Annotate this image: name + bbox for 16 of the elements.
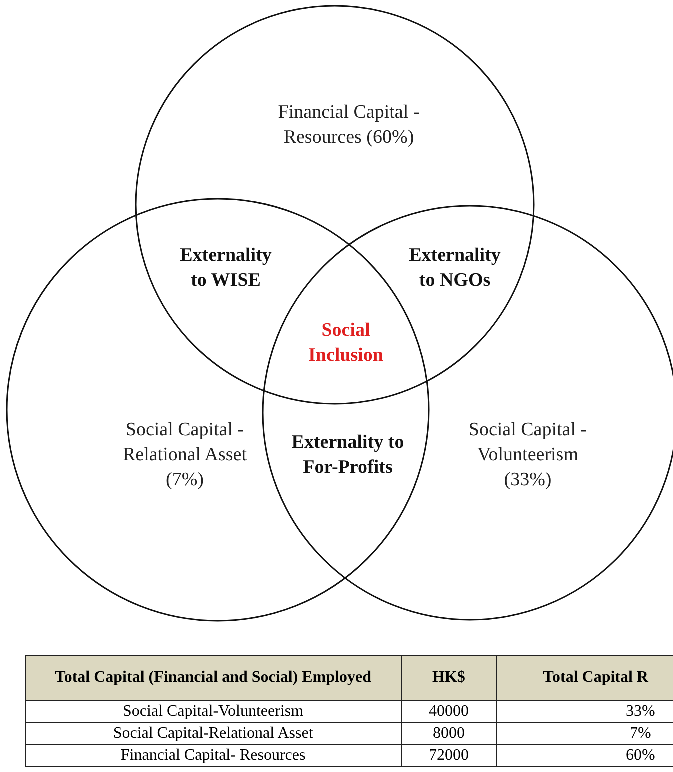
circle-label: Social Capital -Relational Asset (7%) bbox=[122, 418, 248, 492]
table-cell: Social Capital-Relational Asset bbox=[26, 722, 402, 744]
table-cell: 72000 bbox=[401, 744, 497, 766]
region-label: Externality to For-Profits bbox=[290, 431, 406, 480]
header-cell: HK$ bbox=[401, 656, 497, 700]
header-cell: Total Capital (Financial and Social) Employed bbox=[26, 656, 402, 700]
circle-label: Financial Capital -Resources (60%) bbox=[277, 101, 421, 150]
region-label: Externality to WISE bbox=[179, 244, 273, 293]
header-cell: Total Capital R bbox=[496, 656, 673, 700]
region-label: Externality to NGOs bbox=[408, 244, 502, 293]
table-cell: Social Capital-Volunteerism bbox=[26, 700, 402, 722]
circle-label: Social Capital -Volunteerism (33%) bbox=[468, 418, 588, 492]
table-cell: Financial Capital- Resources bbox=[26, 744, 402, 766]
table-cell: 8000 bbox=[401, 722, 497, 744]
region-label: Social Inclusion bbox=[308, 319, 384, 368]
table-cell: 40000 bbox=[401, 700, 497, 722]
